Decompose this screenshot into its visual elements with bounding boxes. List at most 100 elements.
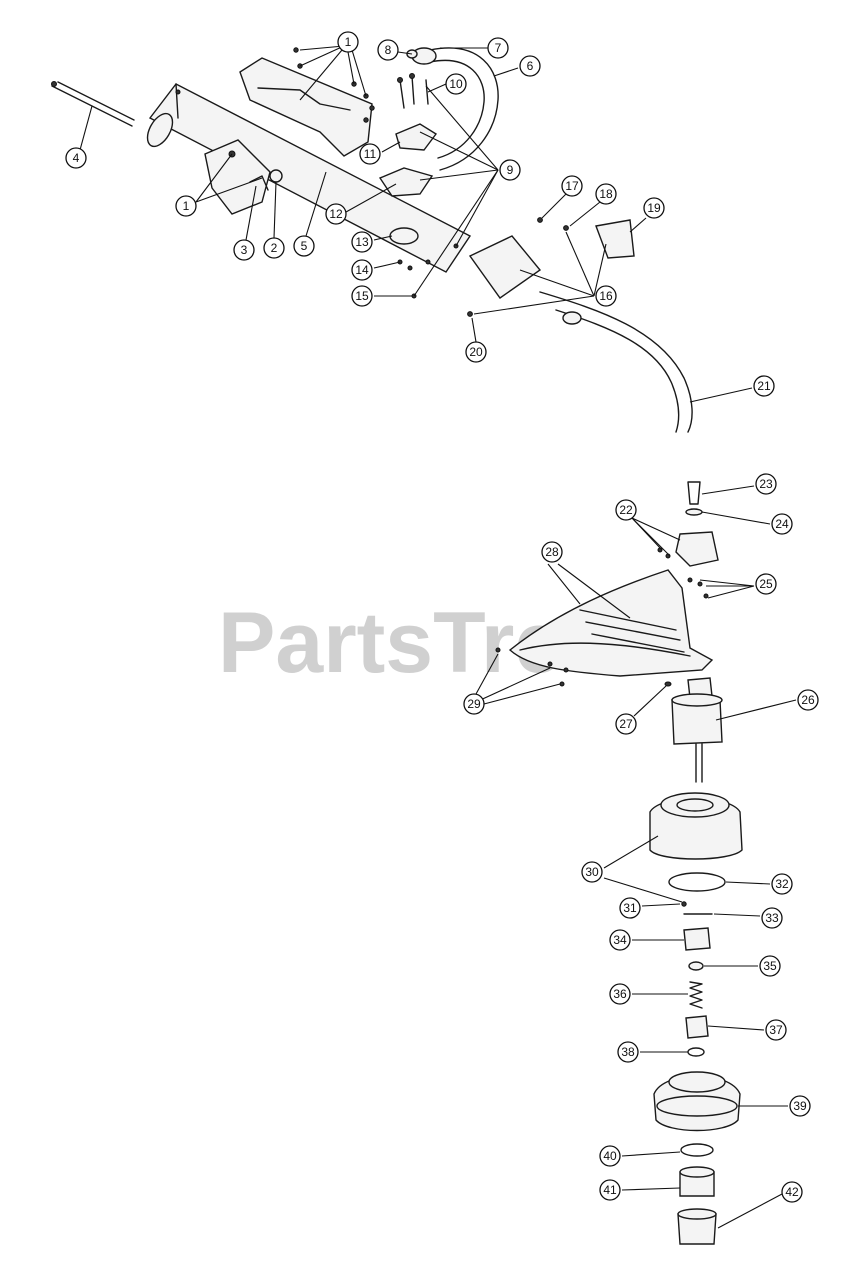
svg-text:30: 30 [585,865,599,879]
callout-13: 13 [351,231,373,253]
callout-11: 11 [359,143,381,165]
throttle-cable [51,81,135,127]
callout-28: 28 [541,541,563,563]
spool-cap-parts [677,1143,717,1245]
svg-text:13: 13 [355,235,369,249]
top-bolt [685,481,703,516]
svg-text:6: 6 [527,59,534,73]
svg-text:29: 29 [467,697,481,711]
callout-42: 42 [781,1181,803,1203]
callout-27: 27 [615,713,637,735]
screws-25 [687,577,709,599]
callout-30: 30 [581,861,603,883]
callout-1-top: 1 [337,31,359,53]
callout-17: 17 [561,175,583,197]
svg-text:41: 41 [603,1183,617,1197]
callout-18: 18 [595,183,617,205]
leader-lines [79,45,797,1229]
lower-drive-shaft [539,291,693,433]
svg-text:18: 18 [599,187,613,201]
callout-29: 29 [463,693,485,715]
spool-housing [649,792,743,860]
callout-16: 16 [595,285,617,307]
callout-19: 19 [643,197,665,219]
svg-text:27: 27 [619,717,633,731]
callout-15: 15 [351,285,373,307]
callout-35: 35 [759,955,781,977]
lower-assembly [495,481,743,1245]
gear-head [657,531,719,567]
svg-text:3: 3 [241,243,248,257]
screws-10 [397,73,429,109]
drive-housing-tube [146,83,472,273]
svg-text:1: 1 [345,35,352,49]
svg-text:11: 11 [364,147,377,161]
callout-26: 26 [797,689,819,711]
callout-3: 3 [233,239,255,261]
svg-text:36: 36 [613,987,627,1001]
callout-21: 21 [753,375,775,397]
svg-text:33: 33 [765,911,779,925]
svg-text:8: 8 [385,43,392,57]
callout-39: 39 [789,1095,811,1117]
shaft-coupling [467,217,635,317]
callout-20: 20 [465,341,487,363]
callout-5: 5 [293,235,315,257]
svg-text:23: 23 [759,477,773,491]
svg-text:20: 20 [469,345,483,359]
callout-40: 40 [599,1145,621,1167]
svg-text:10: 10 [449,77,463,91]
key-27 [664,681,672,687]
svg-text:21: 21 [757,379,771,393]
trimmer-spool [653,1071,741,1132]
svg-text:9: 9 [507,163,514,177]
svg-text:40: 40 [603,1149,617,1163]
svg-text:24: 24 [775,517,789,531]
callout-1-lower: 1 [175,195,197,217]
callout-37: 37 [765,1019,787,1041]
svg-text:34: 34 [613,933,627,947]
spool-small-parts [681,901,713,1057]
callout-38: 38 [617,1041,639,1063]
screws-29 [495,647,569,687]
svg-text:32: 32 [775,877,789,891]
loop-handle [406,47,499,171]
svg-text:16: 16 [599,289,613,303]
callout-36: 36 [609,983,631,1005]
svg-text:12: 12 [329,207,343,221]
svg-text:22: 22 [619,503,633,517]
svg-text:5: 5 [301,239,308,253]
svg-text:31: 31 [623,901,637,915]
svg-text:2: 2 [271,241,278,255]
callout-9: 9 [499,159,521,181]
svg-text:37: 37 [769,1023,783,1037]
svg-text:1: 1 [183,199,190,213]
svg-text:15: 15 [355,289,369,303]
callout-22: 22 [615,499,637,521]
svg-text:7: 7 [495,41,502,55]
callouts: 1 1 2 3 4 5 6 7 8 9 10 11 12 13 14 15 16… [65,31,819,1203]
svg-text:39: 39 [793,1099,807,1113]
callout-41: 41 [599,1179,621,1201]
svg-text:35: 35 [763,959,777,973]
callout-10: 10 [445,73,467,95]
svg-text:42: 42 [785,1185,799,1199]
svg-text:14: 14 [355,263,369,277]
callout-14: 14 [351,259,373,281]
o-ring-32 [668,872,726,892]
svg-text:38: 38 [621,1045,635,1059]
callout-25: 25 [755,573,777,595]
callout-4: 4 [65,147,87,169]
svg-text:28: 28 [545,545,559,559]
callout-2: 2 [263,237,285,259]
svg-text:17: 17 [565,179,579,193]
callout-8: 8 [377,39,399,61]
callout-12: 12 [325,203,347,225]
debris-shield [508,569,714,677]
callout-33: 33 [761,907,783,929]
svg-text:4: 4 [73,151,80,165]
callout-32: 32 [771,873,793,895]
callout-24: 24 [771,513,793,535]
callout-7: 7 [487,37,509,59]
